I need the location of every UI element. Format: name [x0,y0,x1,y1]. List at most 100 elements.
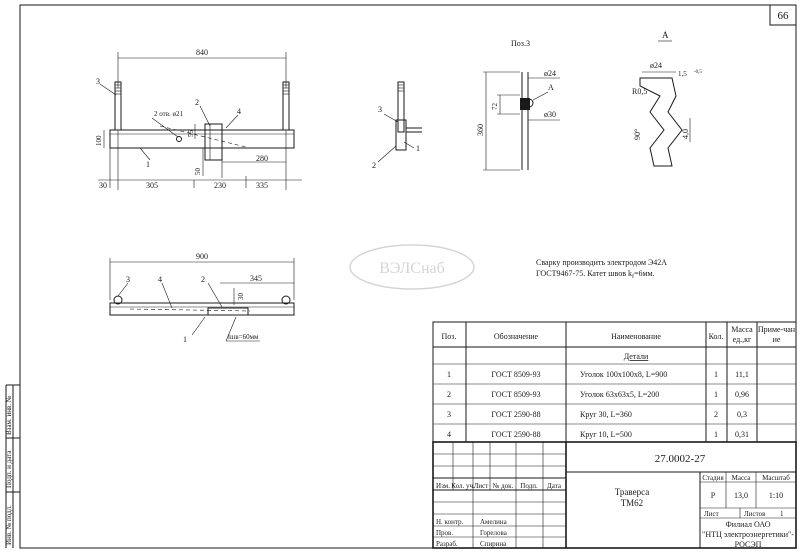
pos3-dim-d30: ø30 [544,110,556,119]
scale-label: Масштаб [762,474,790,482]
dim-280: 280 [256,154,268,163]
label-4: 4 [237,107,241,116]
sig-role-nkontr: Н. контр. [436,518,463,526]
pos3-dim-72: 72 [491,103,499,111]
detail-dim-d24: ø24 [650,61,662,70]
pos3-dim-360: 360 [476,124,485,136]
row3-mass: 0,3 [737,410,747,419]
plan-label-2: 2 [201,275,205,284]
sheet-frame [19,4,797,549]
plan-view: 900 345 30 3 4 2 1 lшв=60мм [109,252,295,344]
angle-pos2 [204,123,223,161]
rod-left [114,81,122,131]
pos3-callout-circle [524,98,534,108]
dim-345: 345 [250,274,262,283]
sheet-number: 66 [778,10,790,22]
row2-pos: 2 [447,390,451,399]
weld-note: lшв=60мм [228,333,259,341]
sheet-label: Лист [704,510,719,518]
row4-qty: 1 [714,430,718,439]
col-header-mass-wrap: Масса ед.,кг [731,325,753,344]
dim-900: 900 [196,252,208,261]
row1-qty: 1 [714,370,718,379]
side-label-1: 1 [416,144,420,153]
label-1: 1 [146,160,150,169]
dim-30: 30 [99,181,107,190]
sig-name-nkontr: Амелина [480,518,508,526]
change-header-date: Дата [547,482,562,490]
spec-table: Поз. Обозначение Наименование Кол. Масса… [432,321,797,443]
pos3-label-a: А [548,83,554,92]
left-binding-strip: Взам. инв. № Подп. и дата Инв. № подл. [5,384,20,548]
row2-designation: ГОСТ 8509-93 [491,390,540,399]
sheets-label: Листов [744,510,766,518]
pos3-view: Поз.3 ø24 А ø30 72 360 [476,39,560,171]
sig-role-prov: Пров. [436,529,453,537]
sig-role-razrab: Разраб. [436,540,458,548]
label-2: 2 [195,98,199,107]
org-line2: "НТЦ электроэнергетики"- [702,530,794,539]
strip-label-replacement: Взам. инв. № [5,395,13,435]
change-header-kolych: Кол. уч. [451,482,475,490]
side-angle [395,119,407,151]
row2-name: Уголок 63х63х5, L=200 [580,390,659,399]
col-header-name: Наименование [611,332,661,341]
change-header-list: Лист [474,482,489,490]
row4-mass: 0,31 [735,430,749,439]
product-code: ТМ62 [621,498,643,508]
strip-label-signature: Подп. и дата [5,450,13,488]
col-header-note: Приме-чание [757,325,796,344]
sig-name-prov: Горелова [480,529,508,537]
sig-name-razrab: Спирина [480,540,507,548]
dim-335: 335 [256,181,268,190]
row2-mass: 0,96 [735,390,749,399]
plan-label-3: 3 [126,275,130,284]
detail-dim-tolerance: -0,5 [694,70,702,75]
scale-value: 1:10 [769,491,783,500]
row4-name: Круг 10, L=500 [580,430,632,439]
angle-pos1 [109,129,295,149]
dim-50: 50 [194,168,202,176]
label-3: 3 [96,77,100,86]
dim-30-plan: 30 [237,293,245,301]
table-row: 2 ГОСТ 8509-93 Уголок 63х63х5, L=200 1 0… [447,390,749,399]
detail-dim-1-5: 1,5 [678,70,687,78]
table-row: 1 ГОСТ 8509-93 Уголок 100х100х8, L=900 1… [447,370,749,379]
product-name: Траверса [615,487,649,497]
plan-angle-pos1 [109,302,295,316]
row3-pos: 3 [447,410,451,419]
hole-21 [176,136,182,142]
side-rod [397,81,405,133]
plan-rod-pos4 [129,308,251,312]
section-title: Детали [624,352,649,361]
dim-100: 100 [95,135,103,146]
change-header-sign: Подп. [520,482,538,490]
detail-dim-r05: R0,5 [632,87,647,96]
welding-note: Сварку производить электродом Э42А ГОСТ9… [536,258,667,280]
row2-qty: 1 [714,390,718,399]
col-header-qty: Кол. [709,332,724,341]
watermark-text: ВЭЛСнаб [379,260,445,277]
welding-note-line2: ГОСТ9467-75. Катет швов kf=6мм. [536,269,655,280]
sheets-value: 1 [780,510,784,518]
col-header-mass: Масса ед.,кг [731,325,753,344]
col-header-note-wrap: Приме-чание [757,325,796,344]
row1-name: Уголок 100х100х8, L=900 [580,370,667,379]
thread-profile [639,77,683,167]
detail-dim-4-0: 4,0 [681,129,690,139]
org-line3: РОСЭП [735,540,762,549]
dim-840: 840 [196,48,208,57]
side-label-2: 2 [372,161,376,170]
col-header-designation: Обозначение [494,332,539,341]
plan-label-4: 4 [158,275,162,284]
side-view: 3 2 1 [372,81,422,170]
row1-mass: 11,1 [735,370,749,379]
plan-label-1: 1 [183,335,187,344]
table-row: 3 ГОСТ 2590-88 Круг 30, L=360 2 0,3 [447,410,747,419]
row1-designation: ГОСТ 8509-93 [491,370,540,379]
table-row: 4 ГОСТ 2590-88 Круг 10, L=500 1 0,31 [447,430,749,439]
doc-code: 27.0002-27 [655,453,706,465]
strip-label-inventory: Инв. № подл. [5,505,13,545]
hole-note: 2 отв. ø21 [154,110,184,118]
